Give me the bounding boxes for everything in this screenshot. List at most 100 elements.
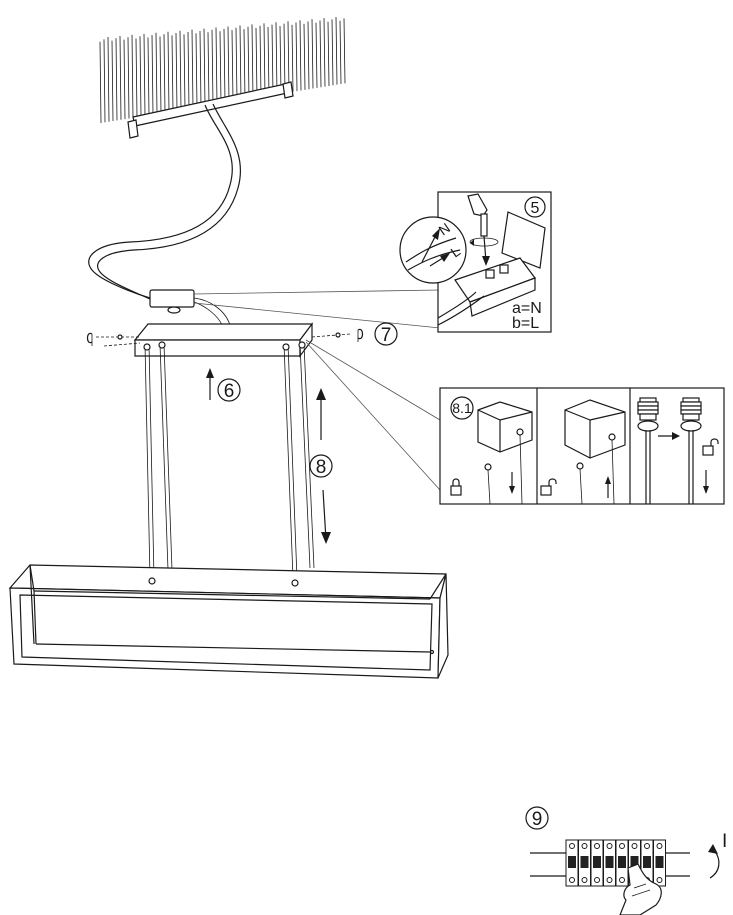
breaker-toggle[interactable] xyxy=(630,856,639,868)
ceiling-hatch-line xyxy=(115,38,118,121)
ceiling-hatch-line xyxy=(259,25,262,98)
breaker-toggle[interactable] xyxy=(643,856,651,868)
step-6-badge: 6 xyxy=(217,378,241,402)
screwdriver-icon xyxy=(467,193,499,266)
ceiling-hatch-line xyxy=(231,30,234,102)
breaker-panel-icon xyxy=(565,839,666,887)
ceiling-hatch-line xyxy=(247,26,250,99)
ceiling-hatch-line xyxy=(111,40,114,122)
ceiling-hatch-line xyxy=(123,39,126,120)
breaker-toggle[interactable] xyxy=(568,856,576,868)
power-cable xyxy=(88,103,241,301)
ceiling-hatch-line xyxy=(131,34,134,118)
ceiling-hatch-line xyxy=(315,22,318,88)
ceiling-hatch-line xyxy=(279,25,282,94)
ceiling-hatch-line xyxy=(163,34,166,113)
breaker-screw xyxy=(569,877,575,883)
breaker-toggle[interactable] xyxy=(593,856,601,868)
suspension-cables xyxy=(143,341,315,579)
ceiling-hatch-line xyxy=(175,33,178,111)
breaker-screw xyxy=(581,877,588,883)
step-5-label: 5 xyxy=(531,200,540,217)
ceiling-hatch-line xyxy=(223,28,226,103)
ceiling-hatch-line xyxy=(327,21,330,86)
step-6-label: 6 xyxy=(224,381,235,402)
ceiling-hatch-line xyxy=(339,20,342,85)
lamp-frame xyxy=(8,564,449,679)
ceiling-hatch-line xyxy=(103,39,106,123)
breaker-screw xyxy=(606,843,613,849)
wire-magnifier: N L xyxy=(399,216,467,284)
ceiling-hatch-line xyxy=(243,29,246,100)
ceiling-hatch-line xyxy=(271,24,274,96)
height-adjust-arrows xyxy=(316,388,331,544)
ceiling-hatch-line xyxy=(227,26,230,103)
ceiling-hatch-line xyxy=(299,20,302,91)
ceiling-hatch-line xyxy=(331,19,334,86)
lift-canopy-arrow xyxy=(206,368,214,400)
step-9-label: 9 xyxy=(532,809,543,830)
cable-gripper-right-icon xyxy=(680,397,702,504)
ceiling-hatch-line xyxy=(219,31,222,104)
breaker-screw xyxy=(619,877,625,883)
breaker-screw xyxy=(581,843,588,849)
wiring-inset: N L 5 a=N b=L xyxy=(399,191,552,333)
ceiling-hatch-line xyxy=(323,18,326,87)
ceiling-hatch-line xyxy=(135,38,138,118)
ceiling-hatch-line xyxy=(291,24,294,92)
switch-on-symbol: I xyxy=(722,831,727,852)
ceiling-hatch xyxy=(99,17,346,124)
breaker-screw xyxy=(619,843,625,849)
ceiling-hatch-line xyxy=(283,23,286,94)
breaker-toggle[interactable] xyxy=(618,856,626,868)
terminal-a-label: a=N xyxy=(512,300,542,317)
terminal-block-icon xyxy=(437,211,546,326)
panel-release xyxy=(637,397,719,504)
step-8-label: 8 xyxy=(316,457,327,478)
panel-locked: 8.1 xyxy=(450,396,533,505)
ceiling-hatch-line xyxy=(275,22,278,95)
ceiling-hatch-line xyxy=(159,36,162,114)
breaker-screw xyxy=(606,877,613,883)
ceiling-hatch-line xyxy=(251,24,254,99)
ceiling-hatch-line xyxy=(303,23,306,90)
junction-box xyxy=(149,289,231,326)
ceiling-hatch-line xyxy=(255,28,258,98)
ceiling-hatch-line xyxy=(311,19,314,89)
breaker-toggle[interactable] xyxy=(655,856,664,868)
hand-icon xyxy=(619,863,662,915)
ceiling-hatch-line xyxy=(191,29,194,109)
ceiling-hatch-line xyxy=(343,18,346,84)
ceiling-hatch-line xyxy=(143,33,146,116)
breaker-toggle[interactable] xyxy=(580,856,589,868)
ceiling-hatch-line xyxy=(107,36,110,122)
breaker-screw xyxy=(569,843,575,849)
ceiling-hatch-line xyxy=(235,27,238,101)
ceiling-hatch-line xyxy=(167,31,170,112)
ceiling-hatch-line xyxy=(199,30,202,107)
circuit-breaker-step: 9 I xyxy=(525,806,727,915)
canopy xyxy=(133,322,314,358)
breaker-screw xyxy=(594,877,600,883)
canopy-screw-right xyxy=(311,328,364,342)
breaker-screw xyxy=(631,843,638,849)
breaker-toggle[interactable] xyxy=(605,856,614,868)
ceiling-hatch-line xyxy=(267,26,270,96)
step-7-badge: 7 xyxy=(374,322,398,346)
step-8-1-label: 8.1 xyxy=(452,400,472,416)
ceiling-hatch-line xyxy=(99,41,102,124)
ceiling-hatch-line xyxy=(203,28,206,107)
panel-unlocked xyxy=(540,399,626,505)
ceiling-hatch-line xyxy=(171,35,174,112)
ceiling-hatch-line xyxy=(183,34,186,110)
breaker-screw xyxy=(594,843,600,849)
padlock-open-icon xyxy=(540,478,557,496)
ceiling-hatch-line xyxy=(195,33,198,108)
ceiling-hatch-line xyxy=(179,30,182,111)
ceiling-hatch-line xyxy=(335,17,338,85)
cable-lock-inset: 8.1 xyxy=(439,387,725,505)
ceiling-hatch-line xyxy=(187,31,190,109)
ceiling-hatch-line xyxy=(207,32,210,106)
